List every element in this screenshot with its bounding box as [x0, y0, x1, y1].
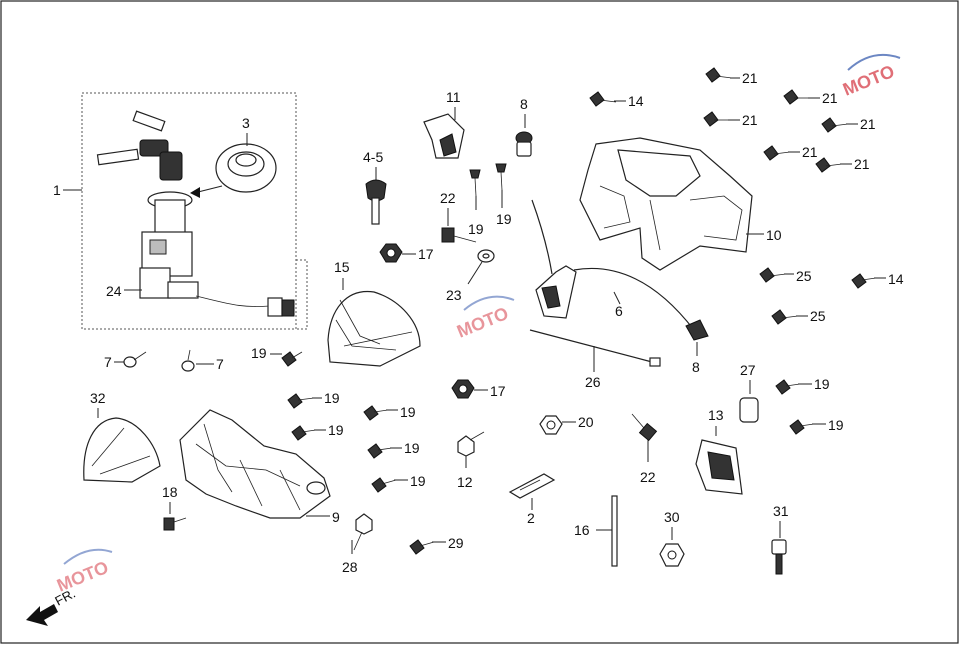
- label-19-f: 19: [328, 422, 344, 438]
- nut-30: 30: [659, 509, 685, 567]
- screws-21: 21 21 21 21 21 21: [703, 67, 876, 173]
- nut-20: 20: [539, 414, 594, 435]
- clip-2: 2: [508, 473, 556, 526]
- label-19-v2: 19: [496, 211, 512, 227]
- label-25-a: 25: [796, 268, 812, 284]
- label-25-b: 25: [810, 308, 826, 324]
- bolt-28: 28: [342, 513, 373, 575]
- label-32: 32: [90, 390, 106, 406]
- label-21-d: 21: [860, 116, 876, 132]
- screw-18: 18: [162, 484, 187, 531]
- nut-17-middle: 17: [451, 379, 506, 399]
- label-8-top: 8: [520, 96, 528, 112]
- label-27: 27: [740, 362, 756, 378]
- label-19-c: 19: [251, 345, 267, 361]
- spacer-27: 27: [739, 362, 759, 423]
- label-7-b: 7: [216, 356, 224, 372]
- label-9: 9: [332, 509, 340, 525]
- screws-25-14: 25 25 14: [759, 267, 904, 325]
- label-19-h: 19: [410, 473, 426, 489]
- assembly-dotted-box: [81, 92, 297, 330]
- label-19-j: 19: [828, 417, 844, 433]
- label-17-top: 17: [418, 246, 434, 262]
- label-19-e: 19: [400, 404, 416, 420]
- label-14-right: 14: [888, 271, 904, 287]
- label-21-c: 21: [742, 112, 758, 128]
- watermark-logo-bottom-left: MOTO: [54, 548, 113, 596]
- ignition-switch-assembly: 1 3 24: [53, 92, 308, 330]
- screws-19-left: 19 19 19 19 19 19: [251, 345, 426, 493]
- front-cover-9: 9: [179, 409, 340, 525]
- bolt-22-left: 22: [440, 190, 477, 243]
- label-2: 2: [527, 510, 535, 526]
- screws-7: 7 7: [104, 349, 224, 372]
- inner-cover-10: 10: [579, 137, 782, 271]
- label-21-a: 21: [742, 70, 758, 86]
- label-19-d: 19: [324, 390, 340, 406]
- label-21-f: 21: [854, 156, 870, 172]
- watermark-text-2: MOTO: [454, 303, 511, 342]
- screw-29: 29: [409, 535, 464, 555]
- rod-16: 16: [574, 495, 618, 567]
- label-22-right: 22: [640, 469, 656, 485]
- label-8-bottom: 8: [692, 359, 700, 375]
- label-1: 1: [53, 182, 61, 198]
- cable-6: 6: [531, 199, 709, 341]
- label-21-e: 21: [802, 144, 818, 160]
- key-4-5: 4-5: [363, 149, 387, 225]
- label-11: 11: [446, 89, 461, 105]
- watermark-logo-center: MOTO: [454, 295, 515, 342]
- label-31: 31: [773, 503, 789, 519]
- label-14-top: 14: [628, 93, 644, 109]
- label-19-g: 19: [404, 440, 420, 456]
- label-15: 15: [334, 259, 350, 275]
- bolt-22-right: 22: [631, 413, 658, 485]
- watermark-text-1: MOTO: [840, 61, 897, 100]
- label-22-left: 22: [440, 190, 456, 206]
- bolt-12: 12: [457, 431, 485, 490]
- washer-23: 23: [446, 249, 495, 303]
- label-28: 28: [342, 559, 358, 575]
- assembly-dotted-box-ext: [296, 259, 308, 330]
- label-4-5: 4-5: [363, 149, 383, 165]
- screws-19-right: 19 19: [775, 376, 844, 435]
- label-12: 12: [457, 474, 473, 490]
- cover-15: 15: [327, 259, 421, 367]
- label-24: 24: [106, 283, 122, 299]
- cover-32: 32: [83, 390, 161, 483]
- bolt-31: 31: [771, 503, 789, 575]
- label-26: 26: [585, 374, 601, 390]
- nut-17-top: 17: [379, 243, 434, 263]
- label-30: 30: [664, 509, 680, 525]
- label-16: 16: [574, 522, 590, 538]
- label-6: 6: [615, 303, 623, 319]
- label-19-v1: 19: [468, 221, 484, 237]
- watermark-text-3: MOTO: [54, 557, 111, 596]
- screw-14-top: 14: [589, 91, 644, 109]
- label-20: 20: [578, 414, 594, 430]
- label-3: 3: [242, 115, 250, 131]
- label-7-a: 7: [104, 354, 112, 370]
- label-13: 13: [708, 407, 724, 423]
- screws-19-vertical: 19 19: [468, 163, 512, 237]
- part-8-top: 8: [515, 96, 533, 157]
- label-10: 10: [766, 227, 782, 243]
- cable-tie-26: 26: [529, 329, 661, 390]
- part-11: 11: [423, 89, 465, 159]
- part-8-bottom: 8: [692, 342, 700, 375]
- label-23: 23: [446, 287, 462, 303]
- label-19-i: 19: [814, 376, 830, 392]
- watermark-logo-top-right: MOTO: [840, 54, 901, 100]
- label-17-middle: 17: [490, 383, 506, 399]
- bracket-13: 13: [695, 407, 743, 495]
- label-21-b: 21: [822, 90, 838, 106]
- label-18: 18: [162, 484, 178, 500]
- label-29: 29: [448, 535, 464, 551]
